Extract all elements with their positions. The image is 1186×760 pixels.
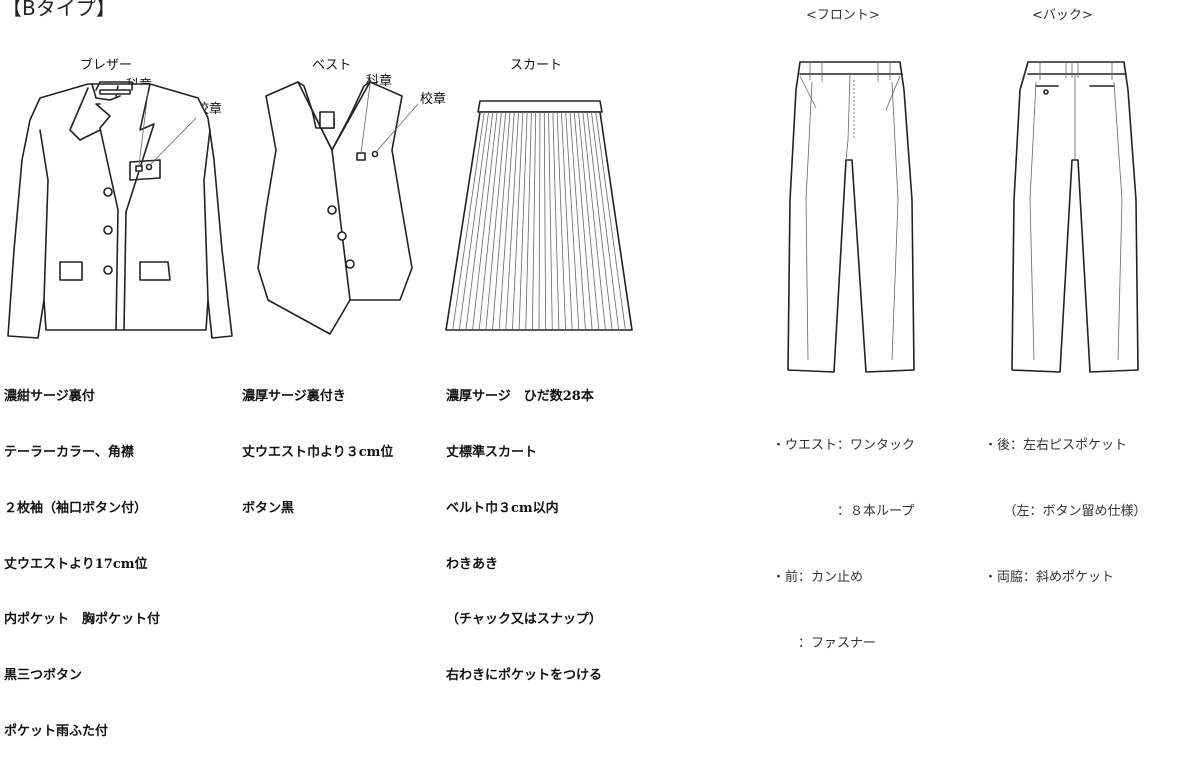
skirt-pleat-line [505,111,519,331]
skirt-desc-line: 右わきにポケットをつける [446,668,603,684]
vest-illustration [257,81,419,335]
skirt-illustration [445,100,633,331]
skirt-pleat-line [452,111,485,331]
pants-back-note: ・両脇：斜めポケット [984,570,1115,585]
skirt-pleat-line [565,111,580,331]
skirt-pleat-line [498,111,515,331]
skirt-pleat-line [485,111,507,331]
blazer-description: 濃紺サージ裏付 テーラーカラー、角襟 ２枚袖（袖口ボタン付） 丈ウエストより17… [4,351,160,760]
skirt-pleat-line [492,111,511,331]
blazer-desc-line: 内ポケット 胸ポケット付 [4,612,161,628]
type-label: 【Bタイプ】 [2,0,116,20]
pants-front-illustration [787,61,915,373]
skirt-desc-line: 丈標準スカート [446,444,538,460]
skirt-pleat-line [538,111,541,331]
pants-front-note: ：ファスナー [772,636,877,651]
skirt-pleat-line [478,111,502,331]
skirt-pleat-line [561,111,573,331]
skirt-desc-line: 濃厚サージ ひだ数28本 [446,389,594,405]
skirt-pleat-line [582,111,606,331]
pants-back-illustration [1011,61,1139,373]
skirt-pleat-line [586,111,613,331]
skirt-pleat-line [573,111,593,331]
pants-back-note: （左：ボタン留め仕様） [984,504,1147,519]
skirt-pleat-line [548,111,553,331]
skirt-desc-line: （チャック又はスナップ） [446,612,602,628]
pants-front-note: ：８本ループ [772,504,915,519]
pants-front-label: <フロント> [806,8,880,23]
vest-desc-line: ボタン黒 [242,500,295,516]
skirt-pleat-line [556,111,566,331]
pants-back-note: ・後：左右ピスポケット [984,438,1128,453]
skirt-description: 濃厚サージ ひだ数28本 丈標準スカート ベルト巾３cm以内 わきあき （チャッ… [446,351,602,704]
skirt-desc-line: ベルト巾３cm以内 [446,500,559,516]
vest-desc-line: 丈ウエスト巾より３cm位 [242,444,394,460]
skirt-pleat-line [569,111,586,331]
skirt-pleat-line [512,111,524,331]
skirt-pleat-line [552,111,560,331]
blazer-title: ブレザー [80,58,133,73]
vest-title: ベスト [312,58,352,73]
skirt-pleat-line [595,111,626,331]
pants-front-notes: ・ウエスト：ワンタック ：８本ループ ・前：カン止め ：ファスナー [772,391,915,677]
blazer-desc-line: 丈ウエストより17cm位 [4,556,148,572]
skirt-pleat-line [591,111,620,331]
skirt-title: スカート [510,58,563,73]
pants-front-note: ・ウエスト：ワンタック [772,438,916,453]
pants-back-label: <バック> [1032,8,1093,23]
blazer-illustration [7,81,233,339]
skirt-pleat-line [472,111,498,331]
blazer-desc-line: ポケット雨ふた付 [4,723,109,739]
vest-desc-line: 濃厚サージ裏付き [242,389,346,405]
skirt-desc-line: わきあき [446,556,499,572]
vest-school-badge-label: 校章 [420,92,447,107]
pants-back-notes: ・後：左右ピスポケット （左：ボタン留め仕様） ・両脇：斜めポケット [984,391,1147,611]
skirt-pleat-line [465,111,494,331]
pants-front-note: ・前：カン止め [772,570,864,585]
skirt-pleat-line [458,111,489,331]
skirt-pleat-line [543,111,547,331]
blazer-desc-line: ２枚袖（袖口ボタン付） [4,500,148,516]
skirt-pleat-line [531,111,537,331]
blazer-desc-line: 濃紺サージ裏付 [4,389,95,405]
skirt-pleat-line [518,111,528,331]
blazer-desc-line: テーラーカラー、角襟 [4,444,134,460]
skirt-pleat-line [525,111,532,331]
blazer-desc-line: 黒三つボタン [4,668,83,684]
skirt-pleat-line [578,111,600,331]
